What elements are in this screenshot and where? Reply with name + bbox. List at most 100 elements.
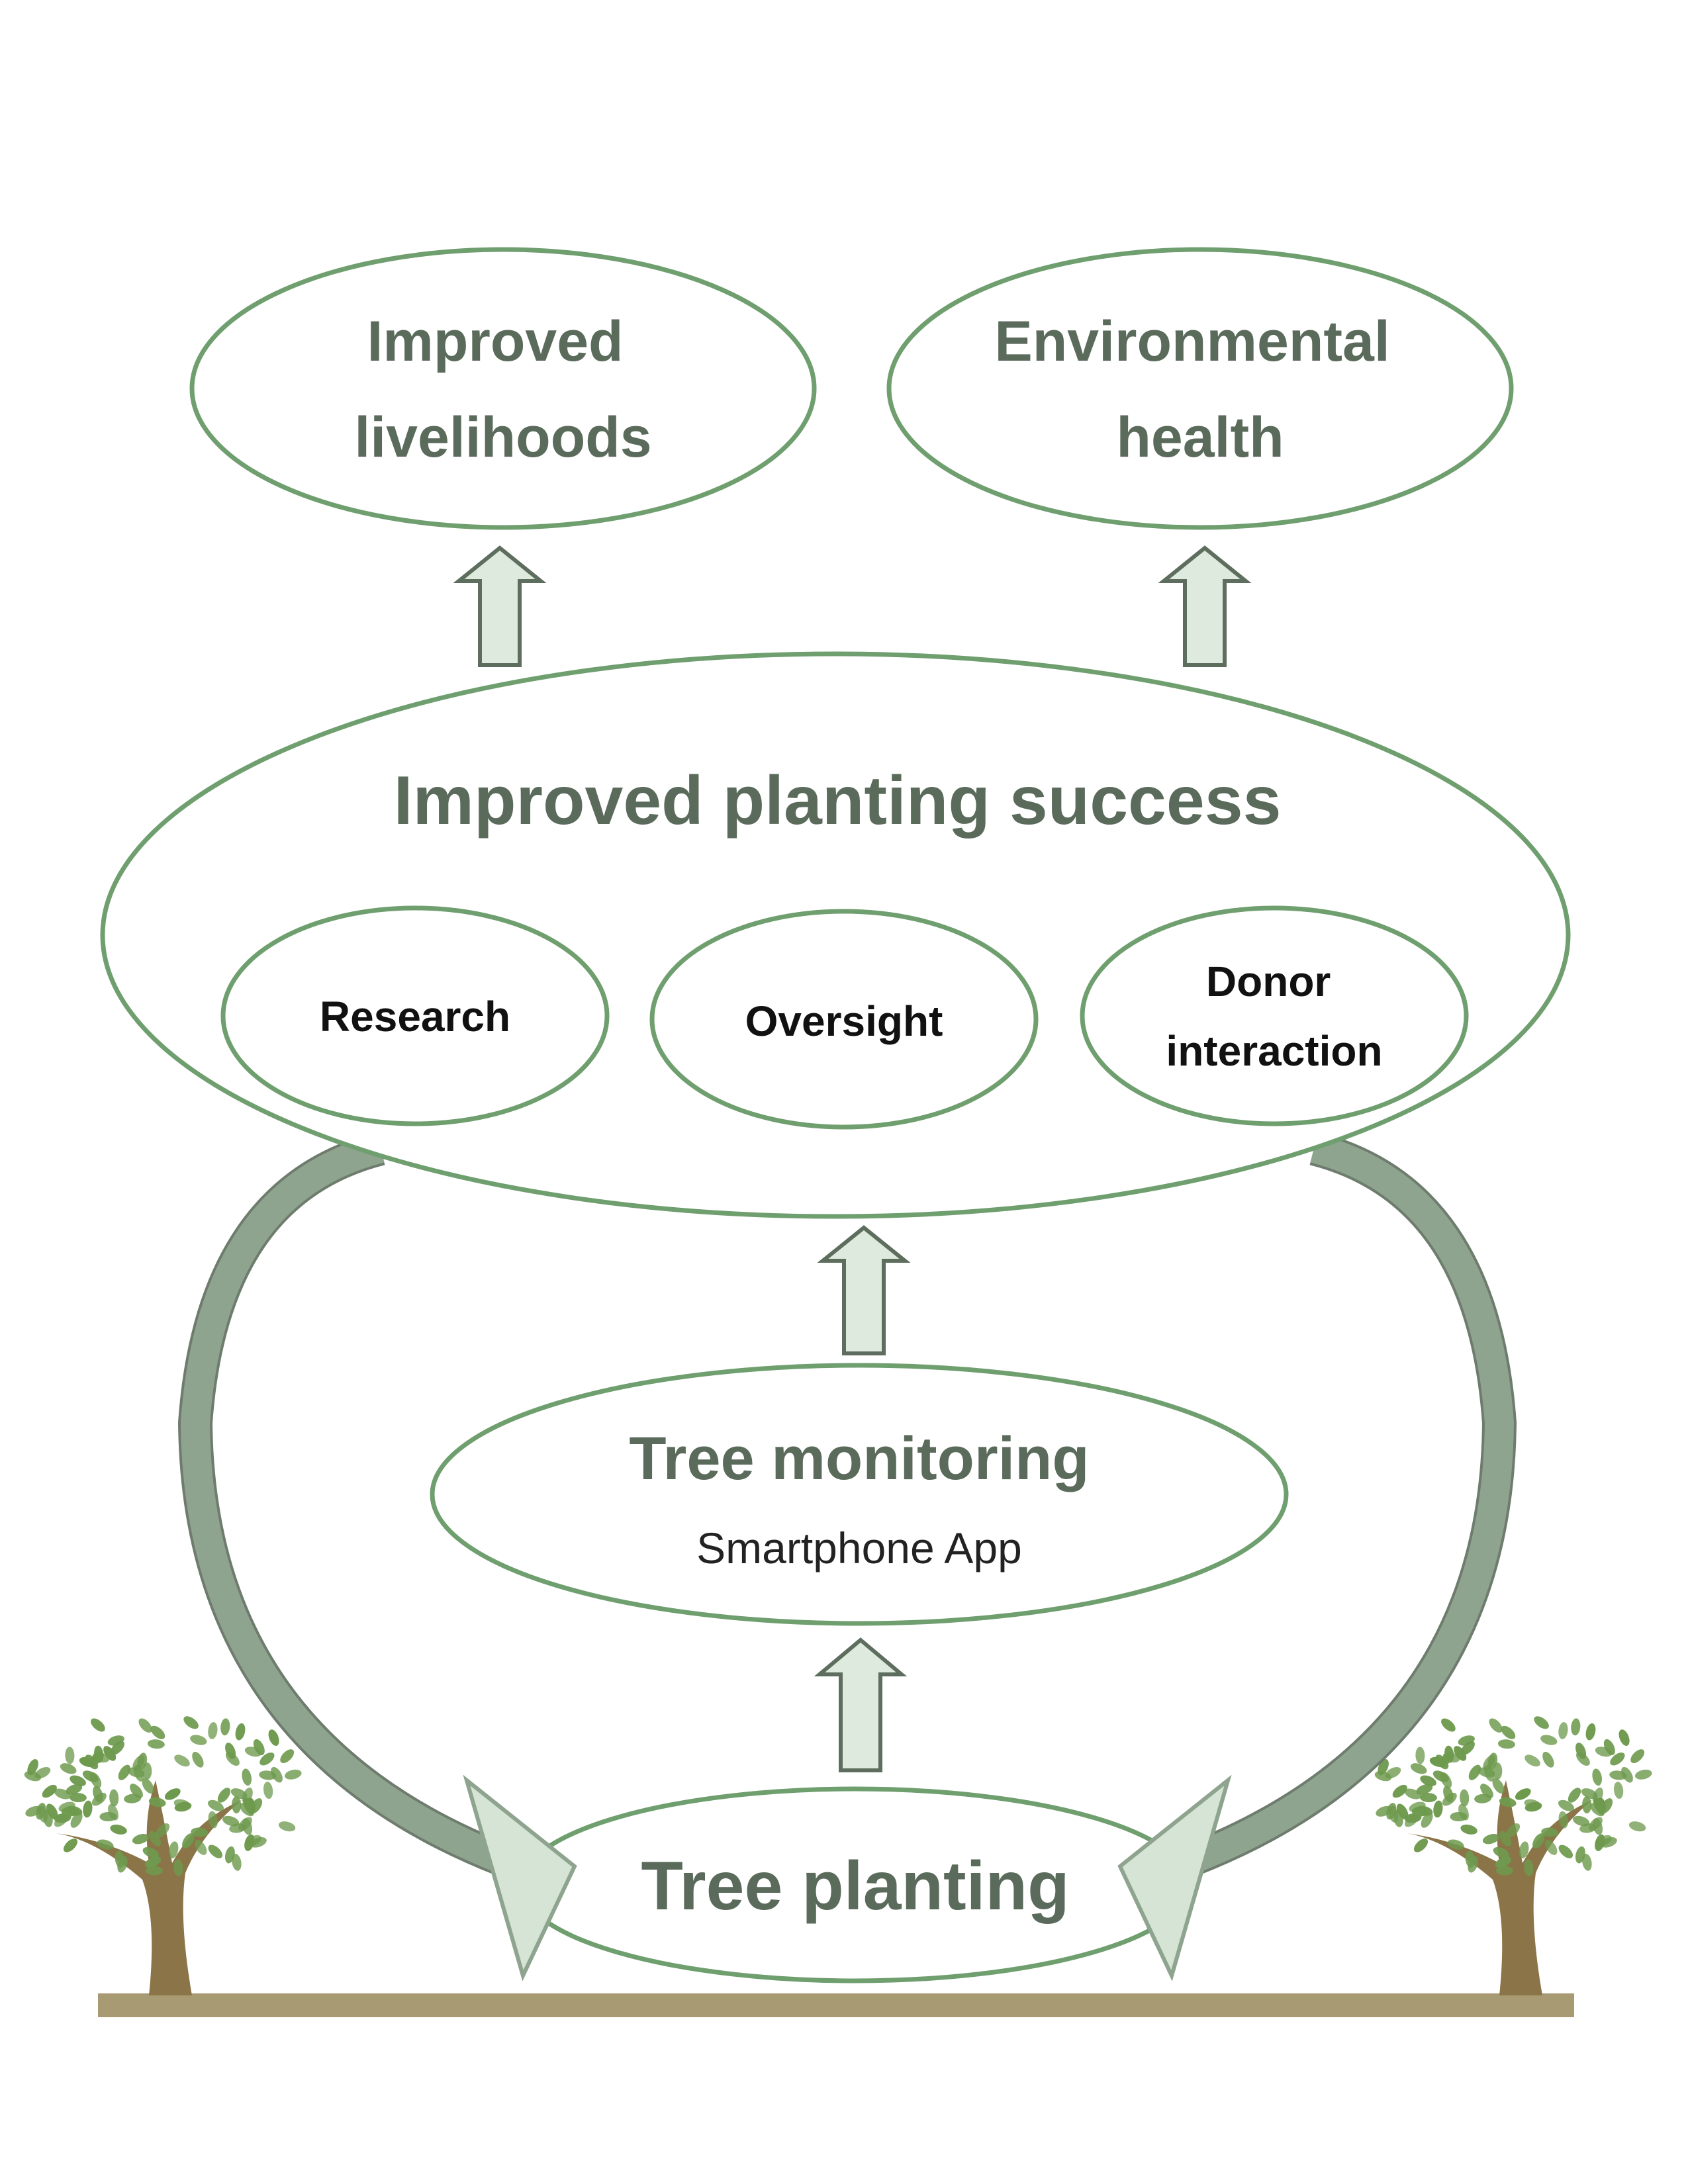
label-health: health	[1116, 406, 1284, 469]
tree-leaf	[263, 1782, 273, 1799]
tree-leaf	[144, 1856, 162, 1868]
tree-leaf	[97, 1839, 114, 1850]
tree-leaf	[70, 1775, 86, 1786]
tree-leaf	[148, 1797, 166, 1807]
label-oversight: Oversight	[745, 997, 943, 1045]
tree-leaf	[46, 1803, 58, 1820]
tree-leaf	[1496, 1866, 1513, 1876]
tree-leaf	[1493, 1847, 1510, 1858]
tree-leaf	[173, 1799, 191, 1809]
tree-leaf	[1582, 1854, 1592, 1871]
node-oversight	[649, 909, 1039, 1130]
tree-leaf	[1433, 1800, 1443, 1818]
tree-leaf	[1515, 1788, 1531, 1800]
tree-leaf	[242, 1788, 253, 1804]
tree-leaf	[83, 1800, 93, 1818]
tree-leaf	[127, 1767, 145, 1778]
tree-leaf	[1635, 1769, 1652, 1780]
tree-leaf	[156, 1823, 170, 1838]
tree-leaf	[1440, 1772, 1452, 1788]
tree-leaf	[1477, 1767, 1495, 1778]
node-donor-interaction	[1080, 905, 1469, 1126]
tree-leaf	[1592, 1788, 1603, 1804]
tree-leaf	[1499, 1797, 1517, 1807]
tree-leaf	[1581, 1788, 1598, 1799]
tree-leaf	[1454, 1746, 1467, 1761]
tree-leaf	[1541, 1827, 1559, 1837]
tree-leaf	[1628, 1821, 1646, 1832]
arrow-up-livelihoods	[453, 545, 547, 667]
tree-leaf	[124, 1794, 142, 1803]
tree-leaf	[38, 1805, 48, 1823]
tree-leaf	[1540, 1735, 1558, 1745]
tree-leaf	[222, 1815, 240, 1827]
tree-leaf	[91, 1792, 107, 1806]
label-improved-planting-success: Improved planting success	[394, 762, 1282, 839]
tree-leaf	[285, 1769, 302, 1780]
tree-leaf	[238, 1817, 252, 1831]
tree-leaf	[142, 1778, 154, 1794]
tree-leaf	[1575, 1743, 1587, 1759]
tree-leaf	[1568, 1788, 1581, 1803]
curved-arrow-right-head	[1117, 1774, 1232, 1981]
tree-leaf	[54, 1813, 69, 1827]
tree-leaf	[1582, 1796, 1592, 1814]
tree-leaf	[182, 1833, 195, 1849]
tree-leaf	[70, 1812, 83, 1828]
arrow-up-planting-success	[817, 1225, 911, 1355]
tree-leaf	[1495, 1856, 1512, 1868]
tree-leaf	[1524, 1799, 1541, 1809]
label-interaction: interaction	[1166, 1027, 1382, 1075]
tree-leaf	[1460, 1789, 1470, 1807]
tree-leaf	[60, 1763, 77, 1774]
node-improved-livelihoods	[189, 247, 817, 530]
tree-leaf	[1388, 1805, 1399, 1823]
tree-leaf	[1534, 1716, 1549, 1729]
tree-leaf	[130, 1784, 143, 1799]
tree-leaf	[280, 1749, 295, 1764]
tree-leaf	[103, 1746, 117, 1761]
label-livelihoods: livelihoods	[354, 406, 651, 469]
tree-leaf	[207, 1799, 224, 1811]
tree-leaf	[1421, 1812, 1433, 1828]
tree-leaf	[235, 1723, 246, 1741]
tree-leaf	[1420, 1775, 1436, 1786]
tree-leaf	[1497, 1739, 1515, 1749]
tree-leaf	[1483, 1755, 1495, 1771]
tree-leaf	[1441, 1718, 1456, 1732]
tree-leaf	[232, 1796, 242, 1814]
tree-leaf	[142, 1847, 160, 1858]
tree-leaf	[183, 1716, 199, 1729]
tree-icon-right	[1374, 1716, 1652, 1995]
tree-leaf	[191, 1827, 209, 1837]
tree-leaf	[1396, 1803, 1409, 1820]
label-donor: Donor	[1206, 958, 1331, 1005]
tree-leaf	[65, 1747, 75, 1764]
tree-leaf	[111, 1741, 124, 1755]
tree-leaf	[147, 1739, 165, 1749]
tree-leaf	[1465, 1850, 1475, 1868]
tree-leaf	[1532, 1833, 1545, 1849]
tree-leaf	[1468, 1764, 1481, 1780]
tree-leaf	[149, 1831, 162, 1846]
tree-leaf	[1558, 1811, 1569, 1829]
tree-leaf	[1588, 1817, 1603, 1831]
tree-leaf	[1519, 1841, 1529, 1858]
tree-leaf	[232, 1854, 242, 1871]
tree-leaf	[224, 1846, 235, 1864]
tree-leaf	[1585, 1723, 1596, 1741]
tree-leaf	[1542, 1751, 1554, 1768]
tree-leaf	[1404, 1813, 1419, 1827]
tree-leaf	[1499, 1831, 1512, 1846]
tree-leaf	[1595, 1834, 1605, 1851]
tree-leaf	[259, 1752, 275, 1766]
ground-strip	[98, 1993, 1574, 2017]
tree-leaf	[115, 1850, 124, 1868]
tree-leaf	[109, 1789, 119, 1807]
tree-leaf	[150, 1725, 165, 1739]
node-research	[220, 905, 610, 1126]
tree-leaf	[132, 1755, 145, 1771]
tree-leaf	[1558, 1844, 1573, 1858]
tree-leaf	[1461, 1741, 1475, 1755]
tree-leaf	[1376, 1805, 1393, 1817]
